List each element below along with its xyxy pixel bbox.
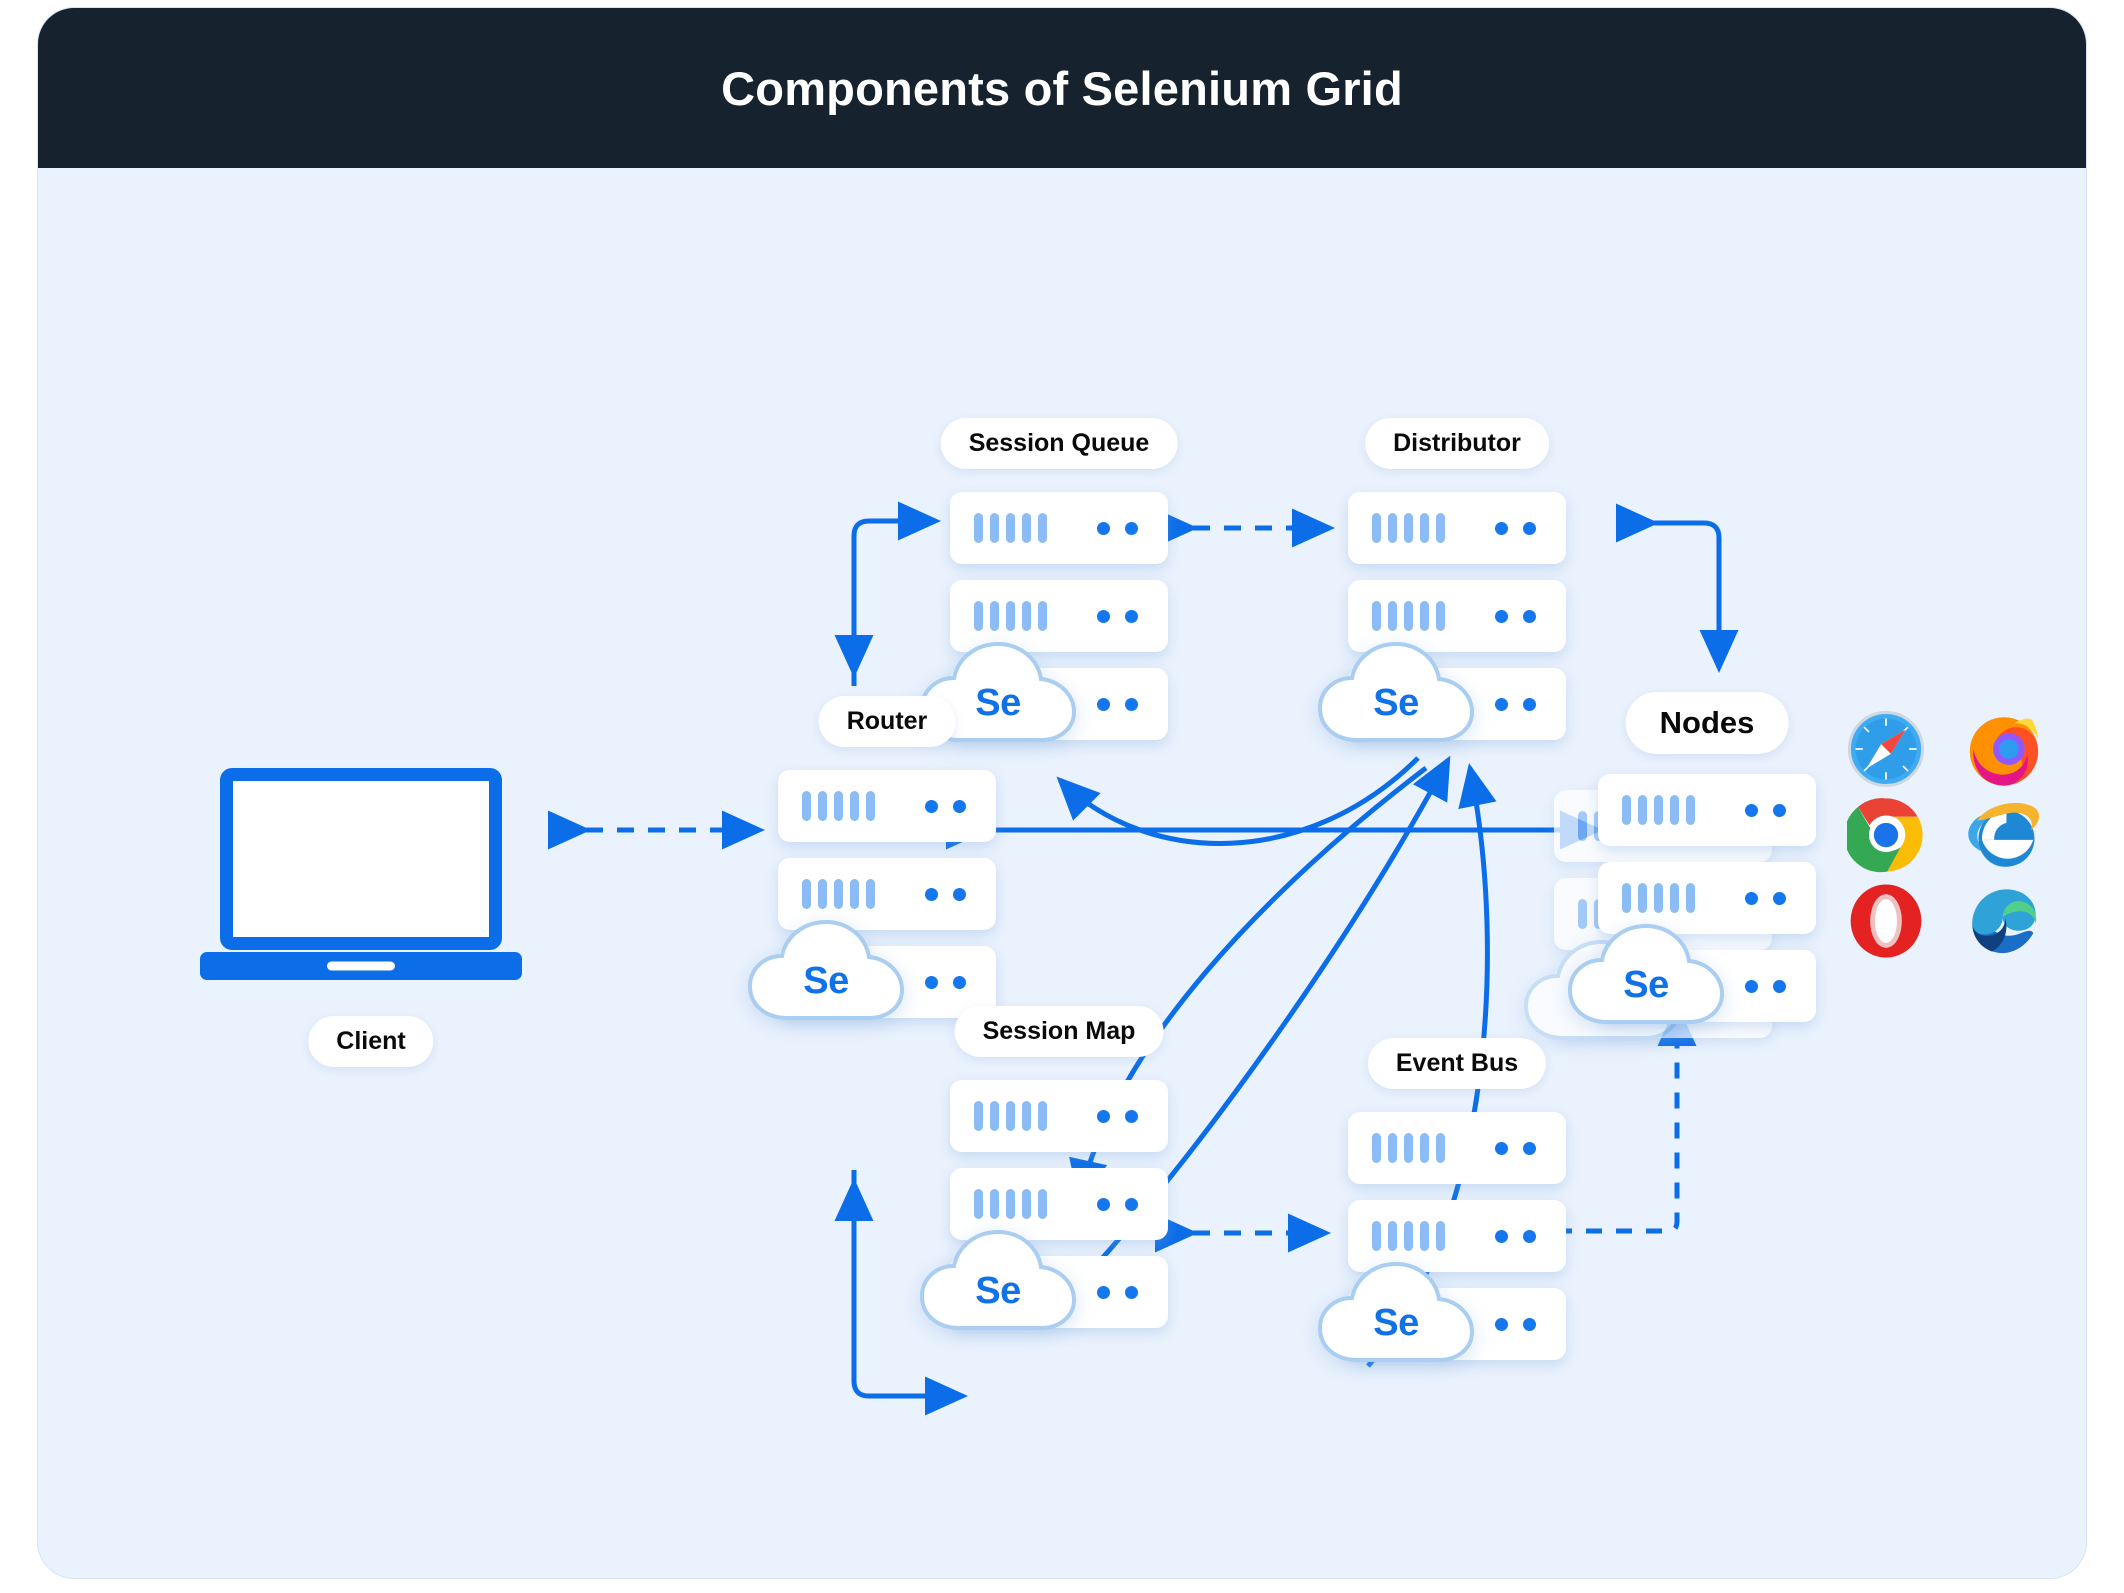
- server-card: [1348, 580, 1566, 652]
- server-card: [1348, 1112, 1566, 1184]
- selenium-cloud-icon: Se: [1312, 636, 1480, 748]
- server-bars: [1622, 795, 1695, 825]
- server-card: [1598, 774, 1816, 846]
- firefox-icon[interactable]: [1965, 710, 2043, 788]
- edge-distributor-to-session-queue: [1056, 756, 1420, 846]
- server-stack: Se: [747, 770, 996, 1034]
- browser-icons-group: [1838, 706, 2052, 964]
- server-card: Se: [919, 641, 1168, 742]
- server-card: [950, 492, 1168, 564]
- diagram-card: Components of Selenium Grid: [38, 8, 2086, 1578]
- server-dots: [1097, 697, 1138, 711]
- server-bars: [974, 513, 1047, 543]
- server-card: Se: [747, 919, 996, 1020]
- server-dots: [1495, 697, 1536, 711]
- server-dots: [1097, 1109, 1138, 1123]
- server-card: [1348, 492, 1566, 564]
- edge-icon[interactable]: [1965, 882, 2043, 960]
- selenium-cloud-icon: Se: [1312, 1256, 1480, 1368]
- safari-icon[interactable]: [1847, 710, 1925, 788]
- server-stack: Se: [919, 492, 1168, 756]
- edge-router-session-map: [834, 1170, 969, 1416]
- edge-router-session-queue: [834, 501, 942, 686]
- server-dots: [1745, 891, 1786, 905]
- node-label-router: Router: [818, 696, 956, 747]
- diagram-header: Components of Selenium Grid: [38, 8, 2086, 168]
- server-dots: [1745, 979, 1786, 993]
- edge-distributor-nodes: [1616, 503, 1739, 674]
- server-card: Se: [1317, 641, 1566, 742]
- node-label-session-queue: Session Queue: [940, 418, 1178, 469]
- server-dots: [1097, 521, 1138, 535]
- server-card: Se: [919, 1229, 1168, 1330]
- server-bars: [802, 879, 875, 909]
- selenium-se-text: Se: [975, 1270, 1021, 1312]
- laptop-screen: [220, 768, 502, 950]
- opera-icon[interactable]: [1847, 882, 1925, 960]
- server-dots: [925, 975, 966, 989]
- server-dots: [1097, 1197, 1138, 1211]
- node-label-event-bus: Event Bus: [1367, 1038, 1547, 1089]
- diagram-canvas: Client Session Queue Se: [38, 168, 2086, 1578]
- laptop-notch: [327, 961, 395, 971]
- server-bars: [802, 791, 875, 821]
- server-card: [950, 1080, 1168, 1152]
- edge-event-bus-nodes: [1518, 1002, 1697, 1251]
- server-card: Se: [1317, 1261, 1566, 1362]
- selenium-se-text: Se: [803, 960, 849, 1002]
- server-card: [778, 858, 996, 930]
- laptop-base: [200, 952, 522, 980]
- client-label: Client: [308, 1016, 434, 1067]
- client-node[interactable]: Client: [200, 768, 522, 1067]
- server-dots: [1495, 1141, 1536, 1155]
- server-card: [1598, 862, 1816, 934]
- selenium-se-text: Se: [1373, 682, 1419, 724]
- server-card: [778, 770, 996, 842]
- server-card: [950, 1168, 1168, 1240]
- server-bars: [1372, 1221, 1445, 1251]
- server-bars: [1622, 883, 1695, 913]
- server-dots: [1495, 609, 1536, 623]
- chrome-icon[interactable]: [1847, 796, 1925, 874]
- node-label-nodes: Nodes: [1625, 692, 1789, 754]
- server-stack: Se: [1317, 1112, 1566, 1376]
- selenium-cloud-icon: Se: [914, 1224, 1082, 1336]
- selenium-se-text: Se: [1623, 964, 1669, 1006]
- server-bars: [1372, 513, 1445, 543]
- server-card: Se: [1567, 923, 1816, 1024]
- selenium-cloud-icon: Se: [742, 914, 910, 1026]
- server-bars: [974, 1101, 1047, 1131]
- server-dots: [1097, 1285, 1138, 1299]
- selenium-se-text: Se: [975, 682, 1021, 724]
- server-bars: [974, 1189, 1047, 1219]
- server-dots: [1097, 609, 1138, 623]
- server-bars: [1372, 1133, 1445, 1163]
- server-dots: [1745, 803, 1786, 817]
- server-bars: [974, 601, 1047, 631]
- server-card: [1348, 1200, 1566, 1272]
- server-dots: [1495, 1229, 1536, 1243]
- selenium-se-text: Se: [1373, 1302, 1419, 1344]
- page-title: Components of Selenium Grid: [721, 61, 1403, 115]
- server-dots: [925, 887, 966, 901]
- server-card: [950, 580, 1168, 652]
- server-dots: [1495, 521, 1536, 535]
- internet-explorer-icon[interactable]: [1965, 796, 2043, 874]
- node-label-session-map: Session Map: [954, 1006, 1164, 1057]
- server-bars: [1372, 601, 1445, 631]
- server-stack: Se: [1567, 774, 1816, 1038]
- node-label-distributor: Distributor: [1365, 418, 1549, 469]
- selenium-cloud-icon: Se: [1562, 918, 1730, 1030]
- server-dots: [1495, 1317, 1536, 1331]
- server-stack: Se: [1317, 492, 1566, 756]
- server-stack: Se: [919, 1080, 1168, 1344]
- server-dots: [925, 799, 966, 813]
